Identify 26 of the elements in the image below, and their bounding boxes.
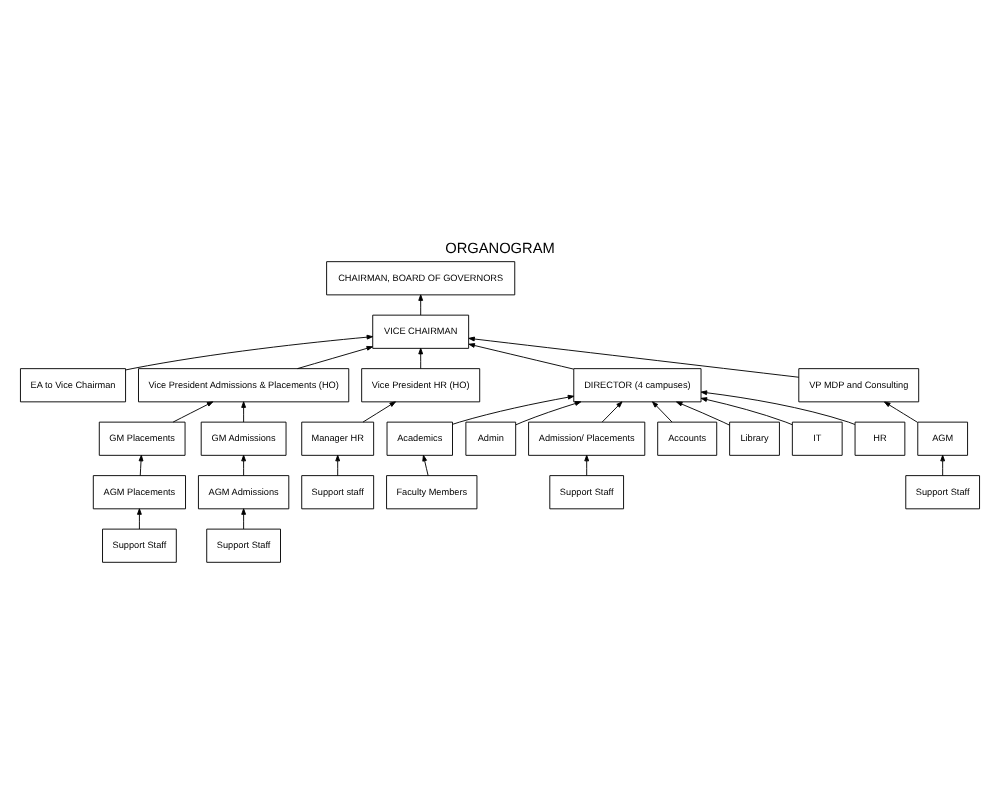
arrow [297, 345, 373, 370]
arrow [418, 294, 424, 316]
arrow [884, 401, 918, 423]
arrow [652, 401, 673, 423]
arrow [172, 401, 214, 423]
arrow [125, 334, 374, 371]
arrow [700, 397, 793, 426]
arrow [138, 454, 144, 476]
diagram-title: ORGANOGRAM [445, 239, 555, 258]
arrow [468, 336, 800, 378]
arrow [422, 454, 429, 476]
arrow [515, 401, 582, 426]
arrow [601, 401, 623, 423]
arrow [700, 390, 856, 425]
arrow [362, 401, 396, 423]
arrow [241, 401, 246, 423]
arrow [137, 508, 142, 530]
arrow [241, 454, 246, 476]
arrow [468, 343, 574, 370]
arrow [335, 454, 341, 476]
arrow [418, 347, 424, 369]
arrow [241, 508, 246, 530]
arrow [940, 454, 946, 476]
arrow [452, 394, 575, 425]
arrow [676, 401, 731, 426]
arrow [584, 454, 590, 476]
